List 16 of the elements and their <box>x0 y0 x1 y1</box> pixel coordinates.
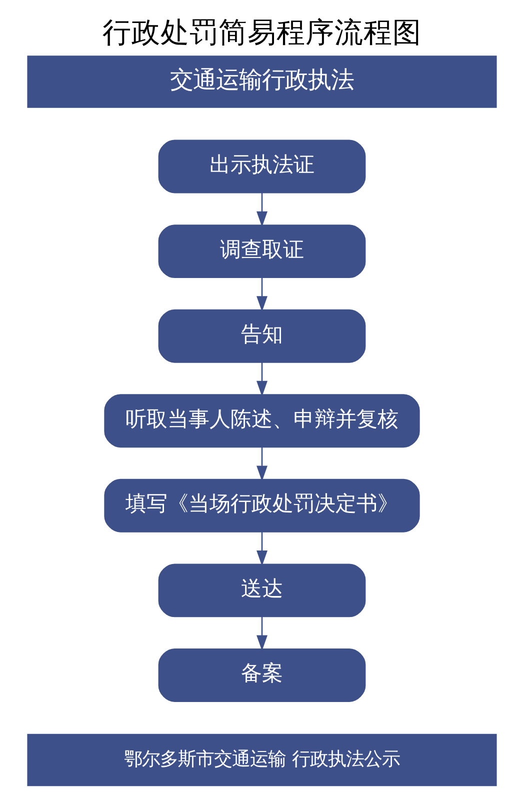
node-box: 告知 <box>158 309 366 363</box>
node-box: 听取当事人陈述、申辩并复核 <box>104 394 420 448</box>
arrow <box>256 362 268 397</box>
arrow <box>256 447 268 482</box>
node-box: 出示执法证 <box>158 140 366 194</box>
node-box: 送达 <box>158 564 366 618</box>
arrow <box>256 192 268 228</box>
arrow <box>256 532 268 566</box>
arrow <box>256 278 268 312</box>
node-box: 调查取证 <box>158 224 366 278</box>
node-box: 备案 <box>158 648 366 702</box>
label: 交通运输行政执法 <box>170 65 354 94</box>
arrow <box>256 616 268 651</box>
label: 鄂尔多斯市交通运输 行政执法公示 <box>124 748 400 770</box>
node-box: 填写《当场行政处罚决定书》 <box>104 478 420 532</box>
diagram-title: 行政处罚简易程序流程图 <box>102 15 422 50</box>
